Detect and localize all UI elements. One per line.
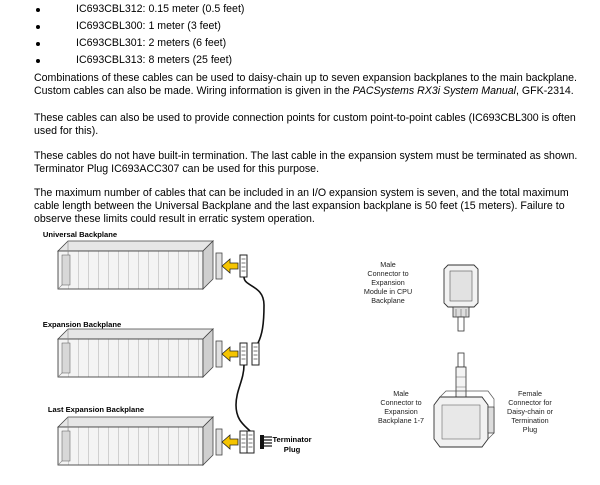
expansion-diagram: Universal Backplane Expansion Backplane … [43, 230, 554, 466]
male-connector-cpu-drawing [443, 264, 479, 332]
universal-backplane [57, 240, 223, 290]
cable-list-item: IC693CBL313: 8 meters (25 feet) [36, 52, 244, 69]
arrow-icon [221, 258, 239, 274]
male-connector-expansion-label: Male Connector to Expansion Backplane 1-… [378, 389, 424, 425]
svg-text:Connector for: Connector for [508, 398, 552, 407]
svg-text:Connector to: Connector to [367, 269, 408, 278]
svg-text:Termination: Termination [511, 416, 548, 425]
paragraph-termination: These cables do not have built-in termin… [34, 150, 578, 175]
svg-text:Connector to: Connector to [380, 398, 421, 407]
expansion-backplane-label: Expansion Backplane [43, 320, 122, 329]
male-connector-cpu-label: Male Connector to Expansion Module in CP… [364, 260, 412, 305]
svg-text:Expansion: Expansion [371, 278, 405, 287]
cable-list-item: IC693CBL301: 2 meters (6 feet) [36, 35, 244, 52]
universal-backplane-label: Universal Backplane [43, 230, 117, 239]
svg-text:Module in CPU: Module in CPU [364, 287, 412, 296]
female-connector-label: Female Connector for Daisy-chain or Term… [507, 389, 554, 434]
cable-list: IC693CBL312: 0.15 meter (0.5 feet) IC693… [36, 1, 244, 69]
svg-text:Female: Female [518, 389, 542, 398]
cable-connector [239, 430, 248, 454]
terminator-plug-label: Terminator [272, 435, 311, 444]
svg-text:Expansion: Expansion [384, 407, 418, 416]
manual-title: PACSystems RX3i System Manual [352, 85, 517, 97]
cable-list-item: IC693CBL312: 0.15 meter (0.5 feet) [36, 1, 244, 18]
svg-text:Male: Male [380, 260, 396, 269]
cable-connector [246, 430, 255, 454]
paragraph-limits: The maximum number of cables that can be… [34, 187, 569, 225]
arrow-icon [221, 346, 239, 362]
cable-connector [239, 342, 248, 366]
svg-text:Backplane: Backplane [371, 296, 405, 305]
svg-text:Plug: Plug [523, 425, 537, 434]
svg-text:Backplane 1-7: Backplane 1-7 [378, 416, 424, 425]
svg-text:Male: Male [393, 389, 409, 398]
svg-text:Daisy-chain or: Daisy-chain or [507, 407, 554, 416]
expansion-cable [243, 276, 265, 344]
cable-segment [457, 352, 465, 368]
paragraph-daisy-chain: Combinations of these cables can be used… [34, 72, 589, 98]
cable-list-item: IC693CBL300: 1 meter (3 feet) [36, 18, 244, 35]
cable-connector [251, 342, 260, 366]
cable-connector [239, 254, 248, 278]
last-expansion-backplane [57, 416, 223, 466]
paragraph-point-to-point: These cables can also be used to provide… [34, 112, 576, 137]
terminator-plug-label: Plug [284, 445, 301, 454]
arrow-icon [221, 434, 239, 450]
male-connector-expansion-drawing [433, 366, 495, 448]
expansion-backplane [57, 328, 223, 378]
paragraph-text: , GFK-2314. [516, 85, 574, 97]
terminator-plug-icon [260, 435, 272, 449]
last-expansion-backplane-label: Last Expansion Backplane [48, 405, 144, 414]
paragraph-text: Combinations of these cables can be used… [34, 72, 577, 97]
expansion-cable [235, 364, 251, 432]
